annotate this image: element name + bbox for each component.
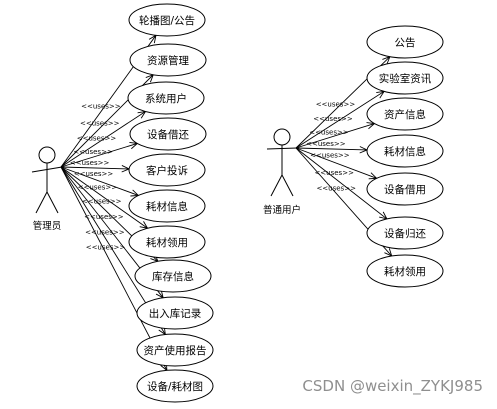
user-association-4	[295, 147, 368, 151]
user-association-5	[295, 147, 377, 179]
admin-actor-right-leg	[46, 191, 59, 214]
admin-association-11	[60, 166, 168, 371]
admin-use-case-1	[128, 3, 206, 37]
user-actor-left-leg	[270, 174, 283, 197]
user-association-2	[295, 91, 385, 149]
user-stereotype-label-7: <<uses>>	[316, 184, 356, 192]
admin-stereotype-label-5: <<uses>>	[70, 159, 110, 167]
user-actor-arms	[266, 147, 298, 150]
user-use-case-label-3: 资产信息	[384, 108, 426, 121]
user-use-case-5	[366, 172, 444, 206]
admin-stereotype-label-1: <<uses>>	[81, 103, 121, 111]
user-use-case-label-5: 设备借用	[384, 183, 426, 196]
user-use-case-3	[366, 97, 444, 131]
admin-association-3	[60, 111, 146, 168]
admin-use-case-label-9: 出入库记录	[149, 307, 202, 320]
admin-use-case-label-5: 客户投诉	[146, 164, 188, 177]
user-use-case-6	[366, 216, 444, 250]
user-stereotype-label-1: <<uses>>	[316, 101, 356, 109]
admin-stereotype-label-4: <<uses>>	[73, 148, 113, 156]
user-use-case-label-4: 耗材信息	[384, 145, 426, 158]
admin-stereotype-label-3: <<uses>>	[77, 135, 117, 143]
admin-use-case-label-3: 系统用户	[145, 92, 187, 105]
admin-use-case-label-11: 设备/耗材图	[147, 380, 203, 393]
admin-stereotype-label-10: <<uses>>	[85, 228, 125, 236]
user-association-6	[295, 147, 388, 220]
admin-actor-left-leg	[35, 191, 48, 214]
user-use-case-7	[366, 254, 444, 288]
admin-use-case-label-1: 轮播图/公告	[139, 14, 195, 27]
admin-use-case-2	[129, 43, 207, 77]
user-use-case-1	[366, 25, 444, 59]
admin-use-case-8	[134, 259, 212, 293]
user-stereotype-label-4: <<uses>>	[306, 140, 346, 148]
admin-stereotype-label-9: <<uses>>	[84, 213, 124, 221]
user-association-3	[295, 123, 375, 149]
user-use-case-label-2: 实验室资讯	[379, 72, 432, 85]
user-use-case-label-1: 公告	[395, 36, 416, 49]
user-actor-right-leg	[281, 174, 294, 197]
user-actor-label: 普通用户	[263, 204, 301, 216]
admin-use-case-label-10: 资产使用报告	[144, 344, 207, 357]
admin-use-case-label-4: 设备借还	[147, 128, 189, 141]
user-stereotype-label-2: <<uses>>	[313, 115, 353, 123]
user-arrowhead-2	[376, 90, 386, 99]
user-actor: 普通用户	[263, 128, 301, 216]
admin-use-case-11	[136, 369, 214, 403]
admin-use-case-3	[127, 81, 205, 115]
admin-use-case-4	[129, 117, 207, 151]
admin-use-case-7	[128, 225, 206, 259]
admin-use-case-6	[128, 189, 206, 223]
admin-use-case-label-8: 库存信息	[152, 270, 194, 283]
user-stereotype-label-6: <<uses>>	[314, 169, 354, 177]
admin-association-7	[60, 166, 148, 229]
admin-actor: 管理员	[31, 146, 63, 232]
admin-association-5	[60, 166, 130, 170]
user-use-case-label-7: 耗材领用	[384, 265, 426, 278]
admin-use-case-5	[128, 153, 206, 187]
user-use-case-label-6: 设备归还	[384, 227, 426, 240]
user-stereotype-label-3: <<uses>>	[309, 129, 349, 137]
admin-actor-arms	[31, 166, 63, 173]
admin-association-4	[60, 143, 138, 168]
watermark: CSDN @weixin_ZYKJ985	[302, 377, 483, 395]
admin-stereotype-label-8: <<uses>>	[82, 198, 122, 206]
admin-association-6	[60, 166, 139, 196]
admin-actor-label: 管理员	[33, 220, 62, 232]
admin-use-case-10	[136, 333, 214, 367]
user-stereotype-label-5: <<uses>>	[310, 152, 350, 160]
admin-actor-head	[38, 146, 56, 164]
use-cases: 轮播图/公告资源管理系统用户设备借还客户投诉耗材信息耗材领用库存信息出入库记录资…	[127, 3, 444, 403]
user-actor-head	[273, 128, 291, 146]
associations: <<uses>> <<uses>> <<uses>> <<uses>> <<uses>>…	[60, 34, 393, 372]
admin-use-case-9	[136, 296, 214, 330]
admin-stereotype-label-7: <<uses>>	[78, 184, 118, 192]
admin-stereotype-label-11: <<uses>>	[86, 243, 126, 251]
admin-use-case-label-2: 资源管理	[147, 54, 189, 67]
admin-stereotype-label-6: <<uses>>	[74, 170, 114, 178]
user-use-case-2	[366, 61, 444, 95]
admin-use-case-label-7: 耗材领用	[146, 236, 188, 249]
user-use-case-4	[366, 134, 444, 168]
admin-use-case-label-6: 耗材信息	[146, 200, 188, 213]
admin-stereotype-label-2: <<uses>>	[80, 119, 120, 127]
